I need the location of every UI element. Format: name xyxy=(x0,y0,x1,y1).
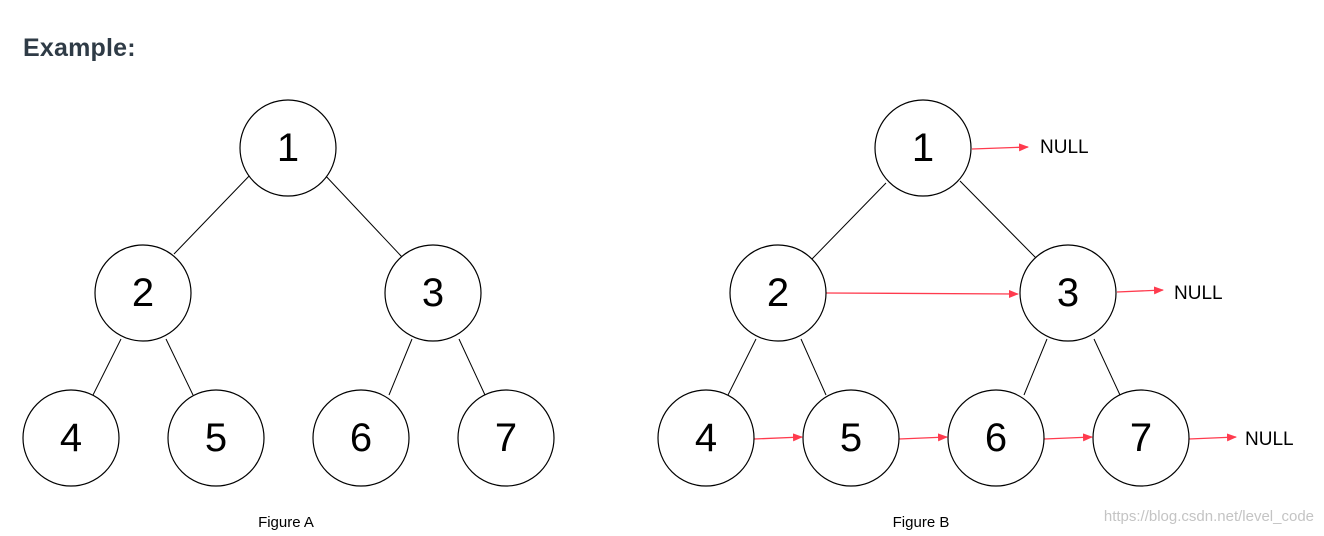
edge-3-7 xyxy=(458,338,486,396)
edge-2-4 xyxy=(92,338,122,396)
watermark-url: https://blog.csdn.net/level_code xyxy=(1103,508,1314,525)
next-pointer-5-6 xyxy=(898,433,948,442)
null-label-level-2: NULL xyxy=(1174,283,1223,304)
edge-1-3 xyxy=(322,172,403,258)
node-value: 1 xyxy=(277,126,299,170)
node-value: 7 xyxy=(1130,416,1152,460)
figure-a: 1 2 3 4 5 6 7 Figure A xyxy=(22,99,555,531)
edge-2-5 xyxy=(165,338,194,396)
next-pointer-4-5 xyxy=(753,433,803,442)
node-value: 6 xyxy=(350,416,372,460)
next-pointer-3-null xyxy=(1116,286,1164,295)
tree-node-7: 7 xyxy=(457,389,555,487)
node-value: 3 xyxy=(1057,271,1079,315)
tree-node-3: 3 xyxy=(1019,244,1117,342)
tree-node-7: 7 xyxy=(1092,389,1190,487)
null-label-level-3: NULL xyxy=(1245,429,1294,450)
node-value: 3 xyxy=(422,271,444,315)
edge-2-5 xyxy=(800,338,827,396)
node-value: 7 xyxy=(495,416,517,460)
next-pointers xyxy=(753,143,1237,442)
figure-b-edges xyxy=(727,180,1121,396)
tree-node-4: 4 xyxy=(657,389,755,487)
edge-2-4 xyxy=(727,338,757,396)
page-heading: Example: xyxy=(23,34,136,62)
figure-a-edges xyxy=(92,172,486,396)
tree-node-1: 1 xyxy=(239,99,337,197)
edge-3-6 xyxy=(1023,338,1048,396)
tree-node-2: 2 xyxy=(94,244,192,342)
node-value: 5 xyxy=(205,416,227,460)
edge-1-2 xyxy=(173,172,253,255)
next-pointer-2-3 xyxy=(825,289,1019,298)
tree-node-1: 1 xyxy=(874,99,972,197)
node-value: 6 xyxy=(985,416,1007,460)
node-value: 2 xyxy=(132,271,154,315)
next-pointer-1-null xyxy=(971,143,1029,152)
tree-node-2: 2 xyxy=(729,244,827,342)
figure-b: NULL NULL NULL 1 2 3 4 5 6 7 xyxy=(657,99,1294,531)
tree-node-3: 3 xyxy=(384,244,482,342)
node-value: 5 xyxy=(840,416,862,460)
node-value: 4 xyxy=(60,416,82,460)
tree-node-6: 6 xyxy=(312,389,410,487)
figure-a-caption: Figure A xyxy=(258,514,314,531)
edge-3-6 xyxy=(388,338,413,396)
null-label-level-1: NULL xyxy=(1040,137,1089,158)
tree-node-6: 6 xyxy=(947,389,1045,487)
node-value: 2 xyxy=(767,271,789,315)
edge-1-3 xyxy=(959,180,1038,260)
tree-node-4: 4 xyxy=(22,389,120,487)
figure-b-caption: Figure B xyxy=(893,514,950,531)
next-pointer-7-null xyxy=(1188,433,1237,442)
tree-node-5: 5 xyxy=(802,389,900,487)
node-value: 4 xyxy=(695,416,717,460)
node-value: 1 xyxy=(912,126,934,170)
next-pointer-6-7 xyxy=(1043,433,1093,442)
tree-node-5: 5 xyxy=(167,389,265,487)
edge-1-2 xyxy=(811,182,887,260)
edge-3-7 xyxy=(1093,338,1121,396)
